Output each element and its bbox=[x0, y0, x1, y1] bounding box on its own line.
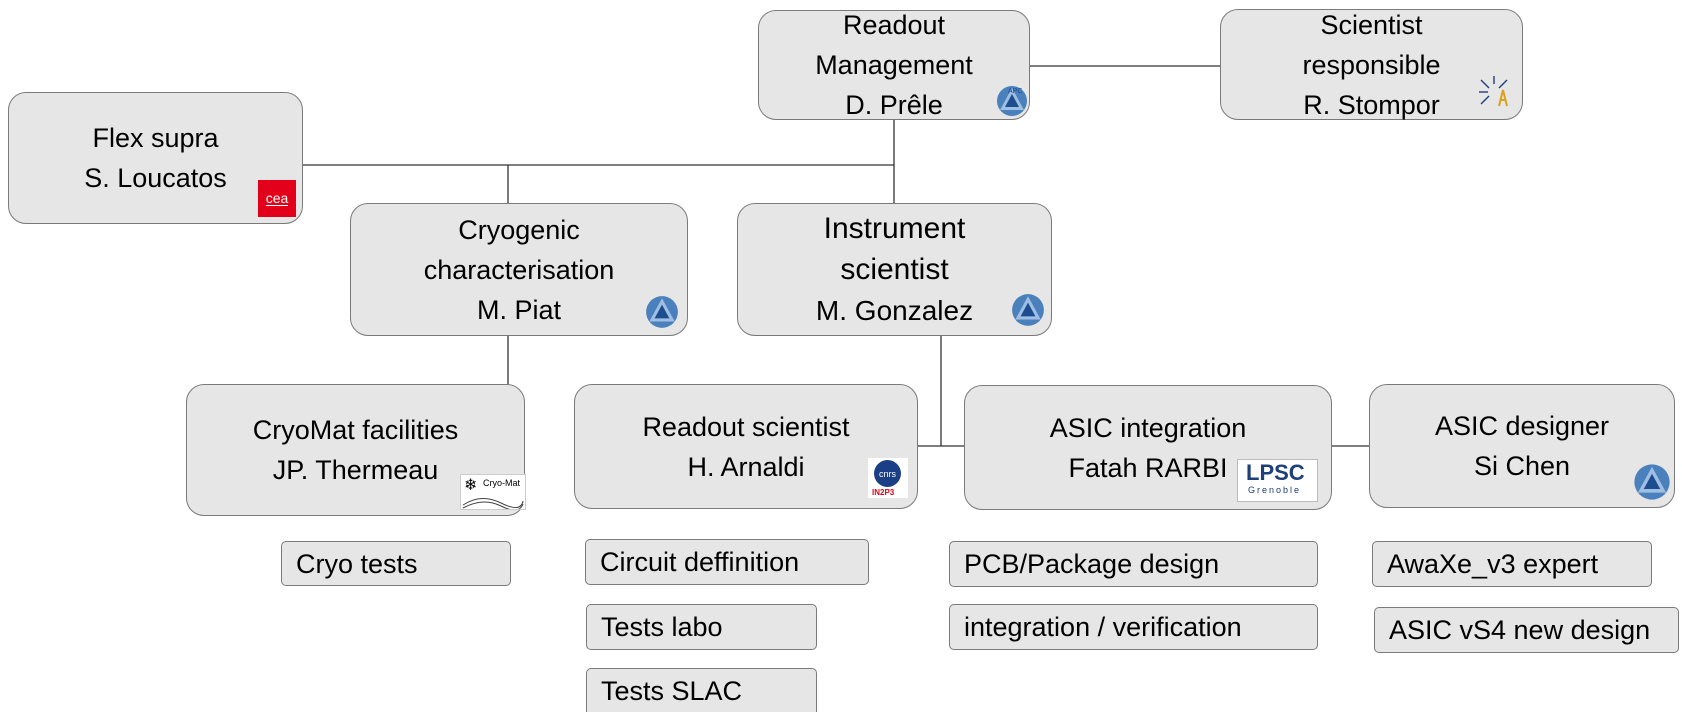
scientist-responsible-box: Scientist responsible R. Stompor bbox=[1220, 9, 1523, 120]
asic-designer-box: ASIC designer Si Chen bbox=[1369, 384, 1675, 508]
lpsc-logo-text: LPSC bbox=[1246, 460, 1305, 485]
cea-logo-icon: cea bbox=[258, 180, 296, 217]
lpsc-grenoble-text: Grenoble bbox=[1248, 485, 1302, 495]
cryogenic-line1: Cryogenic bbox=[458, 214, 580, 245]
apc-letter: APC bbox=[1008, 88, 1022, 95]
apc-logo-icon bbox=[1012, 294, 1044, 326]
readout-management-line1: Readout bbox=[842, 10, 946, 40]
scientist-responsible-name: R. Stompor bbox=[1303, 89, 1440, 120]
cryomat-line1: CryoMat facilities bbox=[252, 415, 459, 445]
cryomat-logo-icon: ❄ Cryo-Mat bbox=[460, 474, 526, 510]
task-circuit-deffinition: Circuit deffinition bbox=[585, 539, 869, 585]
cryomat-snowflake-icon: ❄ bbox=[464, 477, 478, 494]
task-integration-verification: integration / verification bbox=[949, 604, 1318, 650]
cryogenic-characterisation-box: Cryogenic characterisation M. Piat bbox=[350, 203, 688, 336]
instrument-name: M. Gonzalez bbox=[815, 295, 974, 326]
asic-designer-name: Si Chen bbox=[1473, 451, 1571, 481]
asic-integration-name: Fatah RARBI bbox=[1068, 452, 1228, 483]
flex-supra-box: Flex supra S. Loucatos bbox=[8, 92, 303, 224]
apc-logo-icon bbox=[1634, 464, 1670, 500]
in2p3-logo-text: IN2P3 bbox=[872, 488, 895, 497]
scientist-responsible-line1: Scientist bbox=[1320, 9, 1423, 40]
task-tests-slac: Tests SLAC bbox=[586, 668, 817, 712]
readout-management-line2: Management bbox=[815, 50, 973, 80]
cryomat-name: JP. Thermeau bbox=[272, 455, 439, 485]
cnrs-logo-text: cnrs bbox=[878, 468, 896, 479]
task-tests-labo: Tests labo bbox=[586, 604, 817, 650]
cryogenic-line2: characterisation bbox=[423, 254, 615, 285]
lpsc-logo-icon: LPSC Grenoble bbox=[1237, 459, 1318, 502]
flex-supra-name: S. Loucatos bbox=[84, 163, 227, 193]
asic-designer-line1: ASIC designer bbox=[1434, 411, 1610, 441]
apc-logo-icon: APC bbox=[997, 86, 1027, 116]
asic-integration-line1: ASIC integration bbox=[1049, 412, 1247, 443]
scientist-responsible-line2: responsible bbox=[1302, 49, 1441, 80]
readout-management-box: Readout Management D. Prêle bbox=[758, 10, 1030, 120]
instrument-line2: scientist bbox=[840, 253, 949, 286]
readout-scientist-name: H. Arnaldi bbox=[687, 451, 805, 482]
task-cryo-tests: Cryo tests bbox=[281, 541, 511, 586]
readout-management-name: D. Prêle bbox=[845, 90, 943, 120]
task-asic-vs4-new-design: ASIC vS4 new design bbox=[1374, 607, 1679, 653]
cea-logo-text: cea bbox=[265, 190, 289, 206]
instrument-line1: Instrument bbox=[823, 212, 966, 245]
cryomat-logo-text: Cryo-Mat bbox=[483, 478, 521, 488]
cryogenic-name: M. Piat bbox=[476, 294, 562, 325]
flex-supra-line1: Flex supra bbox=[92, 123, 219, 153]
instrument-scientist-box: Instrument scientist M. Gonzalez bbox=[737, 203, 1052, 336]
readout-scientist-line1: Readout scientist bbox=[642, 411, 850, 442]
cnrs-logo-icon: cnrs IN2P3 bbox=[868, 458, 908, 498]
task-pcb-package-design: PCB/Package design bbox=[949, 541, 1318, 587]
apc-logo-icon bbox=[646, 296, 678, 328]
institute-logo-icon bbox=[1479, 76, 1508, 107]
readout-scientist-box: Readout scientist H. Arnaldi bbox=[574, 384, 918, 509]
task-awaxe-expert: AwaXe_v3 expert bbox=[1372, 541, 1652, 587]
